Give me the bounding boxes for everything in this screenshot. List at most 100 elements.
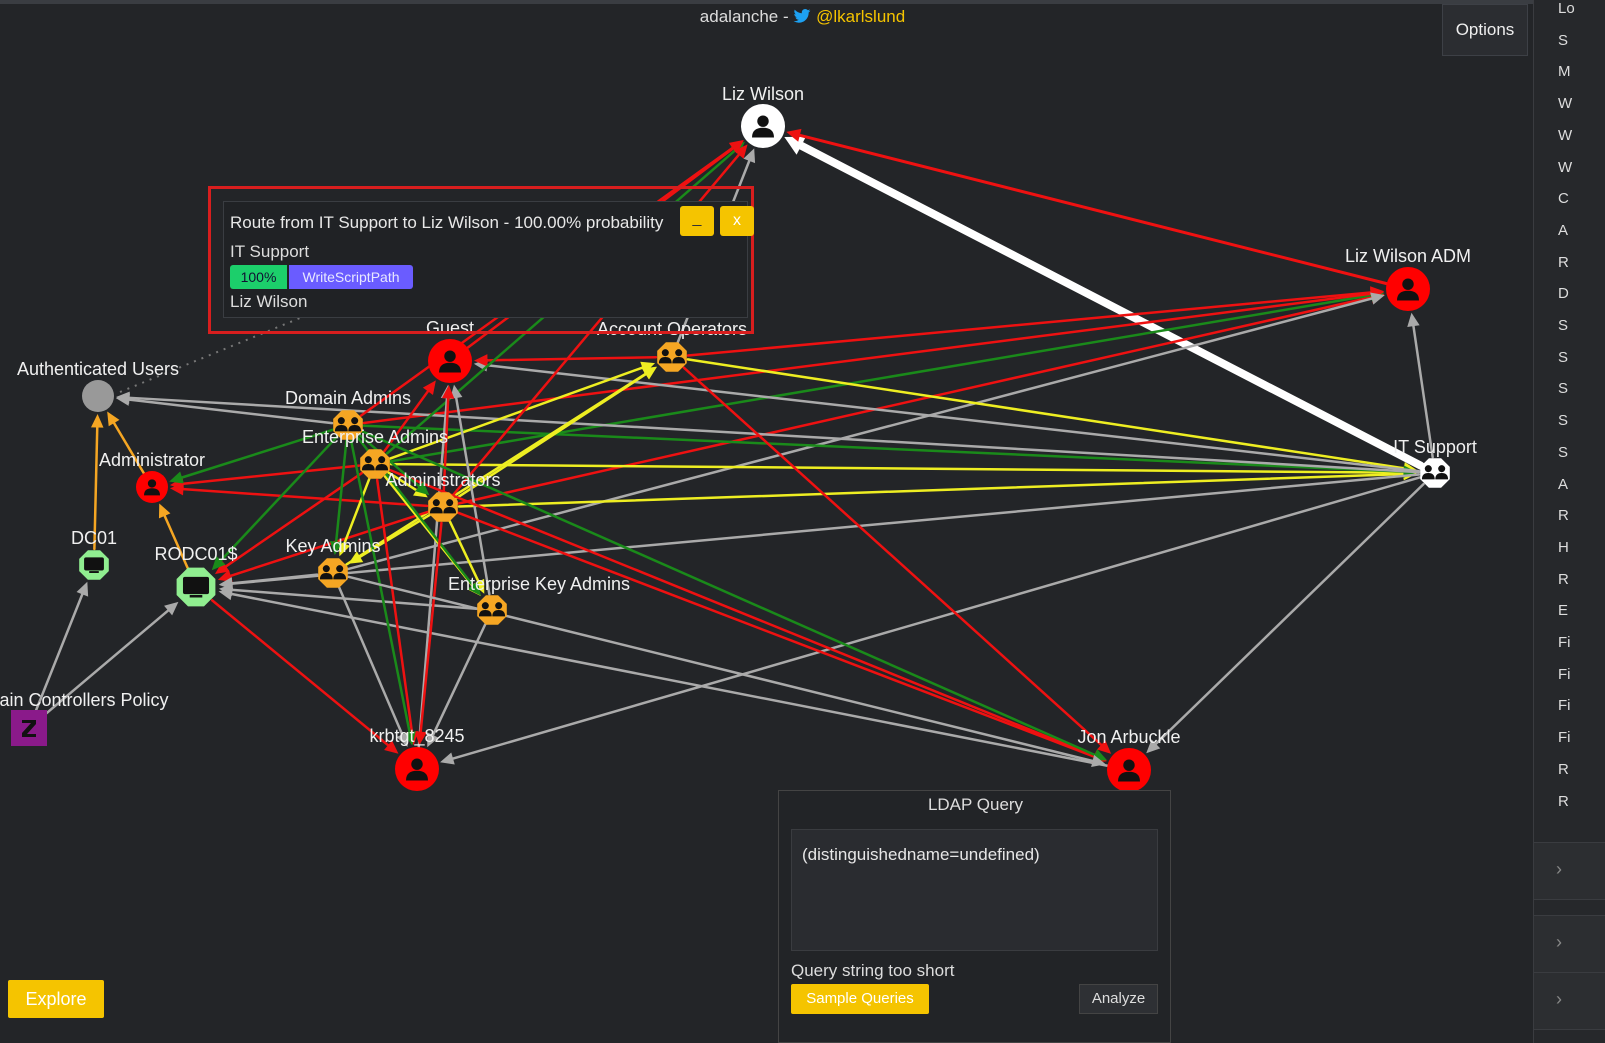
edge-administrator-authusers[interactable] [107, 411, 146, 475]
route-to-node[interactable]: Liz Wilson [230, 292, 308, 311]
edge-entadmins-krbtgt[interactable] [375, 478, 419, 746]
node-label: Liz Wilson ADM [1345, 246, 1471, 266]
side-list-item[interactable]: E [1558, 602, 1569, 620]
edge-dc01-authusers[interactable] [91, 413, 104, 551]
side-list-item[interactable]: S [1558, 412, 1569, 430]
edge-entkeyadmins-guest[interactable] [450, 384, 491, 596]
node-entadmins[interactable]: Enterprise Admins [302, 427, 448, 479]
expand-panel-chevron[interactable]: › [1534, 842, 1605, 900]
analyze-button[interactable]: Analyze [1079, 984, 1158, 1014]
node-accops[interactable]: Account Operators [597, 319, 747, 372]
node-keyadmins[interactable]: Key Admins [285, 536, 381, 588]
side-list-item[interactable]: C [1558, 190, 1569, 208]
edge-administrators-krbtgt[interactable] [414, 521, 443, 746]
edge-administrators-jon[interactable] [456, 511, 1107, 763]
side-list-item[interactable]: S [1558, 380, 1569, 398]
side-list-item[interactable]: H [1558, 538, 1569, 556]
side-list-item[interactable]: W [1558, 158, 1573, 176]
side-list-item[interactable]: M [1558, 63, 1571, 81]
side-list-item[interactable]: R [1558, 507, 1569, 525]
side-list-item[interactable]: S [1558, 443, 1569, 461]
node-domadmins[interactable]: Domain Admins [285, 388, 411, 440]
node-dc01[interactable]: DC01 [71, 528, 117, 580]
side-list-item[interactable]: R [1558, 760, 1569, 778]
expand-panel-chevron[interactable]: › [1534, 915, 1605, 973]
edge-entadmins-guest[interactable] [383, 380, 436, 453]
edge-keyadmins-jon[interactable] [347, 575, 1106, 768]
edge-accops-guest[interactable] [473, 354, 658, 367]
side-list-item[interactable]: Fi [1558, 697, 1571, 715]
edge-keyadmins-lizadm[interactable] [347, 292, 1385, 571]
node-label: krbtgt_8245 [369, 726, 464, 747]
minimize-button[interactable]: _ [680, 206, 714, 236]
side-list-item[interactable]: R [1558, 570, 1569, 588]
node-administrator[interactable]: Administrator [99, 450, 205, 503]
edge-jon-rodc[interactable] [218, 587, 1109, 768]
node-itsupport[interactable]: IT Support [1393, 437, 1477, 488]
side-list-item[interactable]: W [1558, 95, 1573, 113]
side-list-item[interactable]: Fi [1558, 729, 1571, 747]
group-icon [478, 602, 506, 617]
computer-icon [182, 576, 210, 598]
side-list-item[interactable]: R [1558, 792, 1569, 810]
node-liz[interactable]: Liz Wilson [722, 84, 804, 148]
side-list-item[interactable]: Fi [1558, 665, 1571, 683]
edge-domadmins-administrator[interactable] [169, 428, 334, 484]
node-dcpolicy[interactable]: ain Controllers Policy [0, 690, 169, 746]
edge-administrators-guest[interactable] [441, 384, 455, 493]
side-list-item[interactable]: R [1558, 253, 1569, 271]
edge-accops-jon[interactable] [682, 366, 1112, 754]
side-list-item[interactable]: S [1558, 31, 1569, 49]
edge-keyadmins-rodc[interactable] [218, 573, 319, 590]
route-probability-badge: 100% [230, 265, 287, 289]
edge-accops-lizadm[interactable] [686, 286, 1385, 357]
edge-administrators-administrator[interactable] [169, 482, 429, 508]
edge-dcpolicy-rodc[interactable] [39, 601, 179, 719]
edge-itsupport-lizadm[interactable] [1407, 312, 1434, 459]
side-list-item[interactable]: A [1558, 221, 1569, 239]
edge-itsupport-krbtgt[interactable] [440, 476, 1421, 765]
sample-queries-button[interactable]: Sample Queries [791, 984, 929, 1014]
edge-administrators-keyadmins[interactable] [348, 513, 431, 564]
close-button[interactable]: x [720, 206, 754, 236]
edge-domadmins-rodc[interactable] [211, 435, 339, 571]
edge-itsupport-liz[interactable] [784, 136, 1425, 470]
edge-itsupport-guest[interactable] [473, 359, 1421, 473]
node-label: Domain Admins [285, 388, 411, 408]
edge-entkeyadmins-krbtgt[interactable] [427, 623, 487, 748]
edge-entadmins-rodc[interactable] [214, 471, 364, 574]
side-list-item[interactable]: D [1558, 285, 1569, 303]
twitter-handle-link[interactable]: @lkarlslund [816, 7, 906, 26]
edge-keyadmins-krbtgt[interactable] [338, 586, 408, 747]
edge-dcpolicy-dc01[interactable] [33, 581, 89, 715]
options-button[interactable]: Options [1442, 4, 1528, 56]
node-jon[interactable]: Jon Arbuckle [1077, 727, 1181, 792]
side-list-item[interactable]: A [1558, 475, 1569, 493]
policy-icon [22, 720, 36, 737]
edge-rodc-administrator[interactable] [158, 503, 189, 570]
side-list-item[interactable]: Fi [1558, 634, 1571, 651]
edge-domadmins-authusers[interactable] [115, 393, 334, 425]
explore-button[interactable]: Explore [8, 980, 104, 1018]
node-krbtgt[interactable]: krbtgt_8245 [369, 726, 465, 791]
edge-administrators-accops[interactable] [455, 366, 657, 500]
expand-panel-chevron[interactable]: › [1534, 972, 1605, 1030]
ldap-query-input[interactable] [791, 829, 1158, 951]
edge-lizadm-liz[interactable] [786, 128, 1389, 286]
node-administrators[interactable]: Administrators [385, 470, 501, 522]
route-from-node[interactable]: IT Support [230, 242, 310, 261]
edge-rodc-krbtgt[interactable] [210, 599, 399, 754]
side-list-item[interactable]: S [1558, 348, 1569, 366]
query-status-text: Query string too short [791, 961, 955, 980]
edge-itsupport-jon[interactable] [1146, 482, 1425, 754]
side-list-item[interactable]: S [1558, 317, 1569, 334]
node-authusers[interactable]: Authenticated Users [17, 359, 179, 412]
side-list-item[interactable]: W [1558, 126, 1573, 144]
side-list-item[interactable]: Lo [1558, 0, 1575, 17]
node-rodc[interactable]: RODC01$ [154, 544, 238, 607]
edge-entadmins-keyadmins[interactable] [338, 477, 371, 557]
node-lizadm[interactable]: Liz Wilson ADM [1345, 246, 1471, 311]
edge-domadmins-keyadmins[interactable] [329, 439, 348, 556]
node-entkeyadmins[interactable]: Enterprise Key Admins [448, 574, 630, 625]
